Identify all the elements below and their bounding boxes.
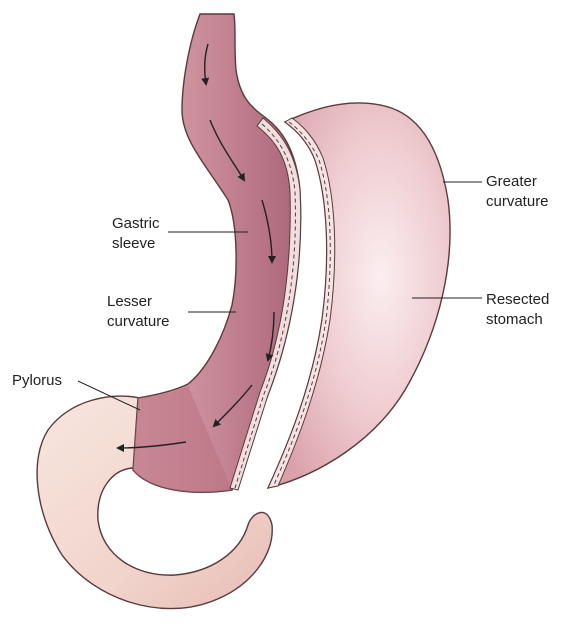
pylorus-label: Pylorus: [12, 371, 62, 391]
greater-curvature-label-line1: Greater: [486, 172, 549, 192]
gastric-sleeve-label-line1: Gastric: [112, 214, 160, 234]
resected-stomach-label-line1: Resected: [486, 290, 549, 310]
gastric-sleeve-label: Gastric sleeve: [112, 214, 160, 254]
pylorus-label-line1: Pylorus: [12, 371, 62, 391]
greater-curvature-label-line2: curvature: [486, 192, 549, 212]
lesser-curvature-label-line2: curvature: [107, 312, 170, 332]
resected-stomach-label: Resected stomach: [486, 290, 549, 330]
lesser-curvature-label: Lesser curvature: [107, 292, 170, 332]
gastric-sleeve-label-line2: sleeve: [112, 234, 160, 254]
resected-stomach-label-line2: stomach: [486, 310, 549, 330]
lesser-curvature-label-line1: Lesser: [107, 292, 170, 312]
greater-curvature-label: Greater curvature: [486, 172, 549, 212]
